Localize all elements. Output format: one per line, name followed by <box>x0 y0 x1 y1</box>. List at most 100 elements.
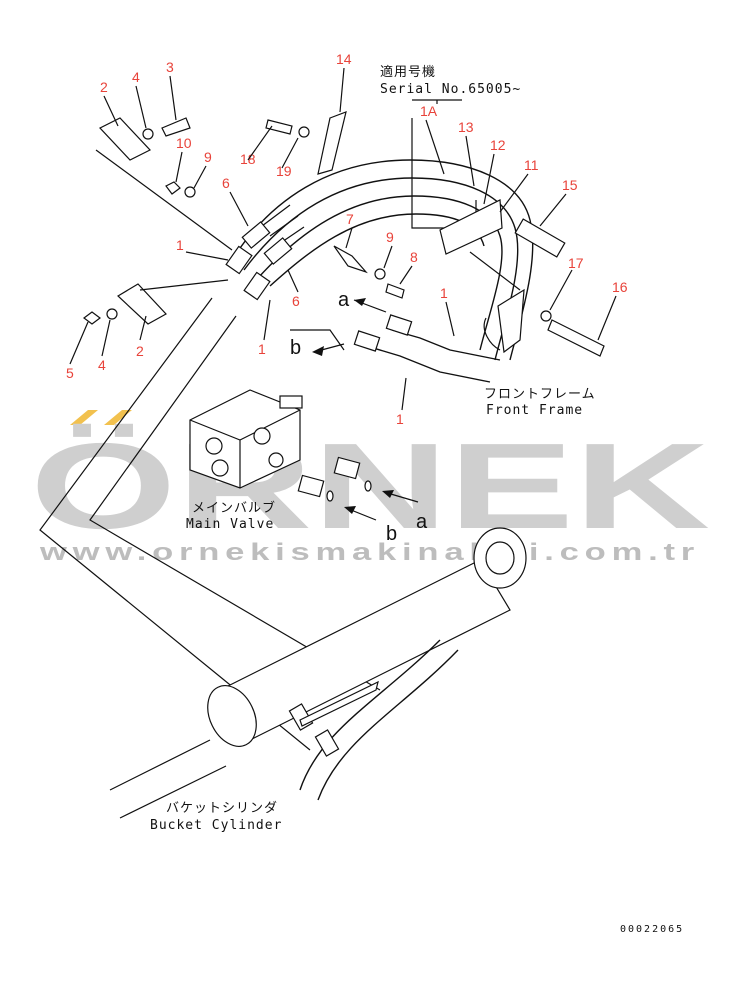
main-valve-label-jp: メインバルブ <box>192 500 276 516</box>
callout-9-a: 9 <box>204 149 212 165</box>
arrow-b-top-head <box>312 346 324 356</box>
washer-4-lower <box>106 308 118 320</box>
callout-15: 15 <box>562 177 578 193</box>
nut-5 <box>83 311 101 325</box>
callout-1-d: 1 <box>396 411 404 427</box>
leaders-frame <box>425 119 617 341</box>
frame-clamp-set <box>439 199 605 357</box>
cylinder-head <box>207 685 257 747</box>
hose-fitting-upper-left <box>225 245 253 275</box>
callout-5: 5 <box>66 365 74 381</box>
plate-12 <box>439 199 503 255</box>
callout-6-a: 6 <box>222 175 230 191</box>
cylinder-hose-2 <box>317 649 459 801</box>
main-valve <box>189 389 419 521</box>
arrow-a-top-head <box>354 298 366 306</box>
hose-fitting-lower-left <box>243 271 271 301</box>
callout-14: 14 <box>336 51 352 67</box>
clamp-set-lower <box>83 279 229 325</box>
serial-note-jp: 適用号機 <box>380 64 436 80</box>
valve-edges <box>189 409 301 488</box>
watermark-accent-right <box>104 410 132 425</box>
callout-10: 10 <box>176 135 192 151</box>
leaders-lower-hose <box>401 301 455 411</box>
arrow-b-bottom-head <box>344 506 356 514</box>
callout-19: 19 <box>276 163 292 179</box>
valve-port-3 <box>253 427 271 445</box>
valve-port-4 <box>268 452 284 468</box>
valve-fitting-a <box>333 456 361 480</box>
callout-7: 7 <box>346 211 354 227</box>
callout-1-a: 1 <box>176 237 184 253</box>
bracket-14 <box>317 111 347 175</box>
callout-16: 16 <box>612 279 628 295</box>
drawing-code: 00022065 <box>620 924 684 935</box>
leaders-hoses <box>185 191 299 341</box>
hose-assembly-lower <box>312 298 501 383</box>
callout-18: 18 <box>240 151 256 167</box>
callout-6-b: 6 <box>292 293 300 309</box>
leaders-lower-clamp <box>69 315 147 365</box>
callout-3: 3 <box>166 59 174 75</box>
callout-2-a: 2 <box>100 79 108 95</box>
callout-11: 11 <box>524 157 539 173</box>
leader-clamp-lower <box>139 279 229 291</box>
o-ring-a <box>364 480 372 492</box>
bolt-16 <box>547 319 605 357</box>
spacer-15 <box>514 218 566 258</box>
valve-port-2 <box>211 459 229 477</box>
main-valve-label-en: Main Valve <box>186 517 274 532</box>
nut-10 <box>165 181 181 195</box>
bracket-set <box>265 111 405 299</box>
route-line-inner <box>89 315 381 691</box>
flow-marker-a-bottom: a <box>416 511 428 533</box>
leader-frame <box>469 251 521 291</box>
callout-4-b: 4 <box>98 357 106 373</box>
flow-marker-a-top: a <box>338 289 350 311</box>
cylinder-eye-bore <box>485 541 515 575</box>
serial-bracket <box>412 99 462 104</box>
bolt-18 <box>265 119 293 135</box>
leaders-clip <box>345 227 413 285</box>
clip-7 <box>333 245 368 274</box>
o-ring-b <box>326 490 334 502</box>
cylinder-hose-1 <box>299 639 441 791</box>
leaders-top-left <box>103 75 207 189</box>
front-frame-label-jp: フロントフレーム <box>484 387 596 402</box>
front-frame-label-en: Front Frame <box>486 403 583 418</box>
cylinder-fitting-2 <box>314 729 340 757</box>
callout-9-b: 9 <box>386 229 394 245</box>
route-line-b <box>290 329 345 351</box>
serial-note-number: Serial No.65005~ <box>380 82 521 97</box>
cylinder-bracket <box>299 680 379 727</box>
hose-fitting-6b <box>263 237 293 265</box>
clamp-set-upper <box>95 117 233 251</box>
arrow-a-bottom-head <box>382 490 394 498</box>
callout-12: 12 <box>490 137 506 153</box>
routing-lines <box>39 297 381 751</box>
bucket-cylinder <box>109 527 527 819</box>
callout-4-a: 4 <box>132 69 140 85</box>
bolt-3 <box>161 117 191 137</box>
bracket-17 <box>497 288 525 354</box>
clamp-2-upper <box>99 117 151 161</box>
bolt-8 <box>385 283 405 299</box>
cylinder-barrel <box>219 559 511 741</box>
flow-marker-b-bottom: b <box>386 523 397 545</box>
bucket-cylinder-label-en: Bucket Cylinder <box>150 818 282 833</box>
bucket-cylinder-label-jp: バケットシリンダ <box>166 801 278 816</box>
callout-1-b: 1 <box>258 341 266 357</box>
callout-1A: 1A <box>420 103 438 119</box>
valve-spool <box>279 395 303 409</box>
clamp-2-lower <box>117 283 167 325</box>
callout-8: 8 <box>410 249 418 265</box>
route-line-outer <box>39 297 311 751</box>
hose-fitting-6a <box>241 221 271 249</box>
washer-9-upper <box>184 186 196 198</box>
cylinder-rod <box>109 739 227 819</box>
valve-fitting-b <box>297 474 325 498</box>
callout-17: 17 <box>568 255 584 271</box>
callout-1-c: 1 <box>440 285 448 301</box>
